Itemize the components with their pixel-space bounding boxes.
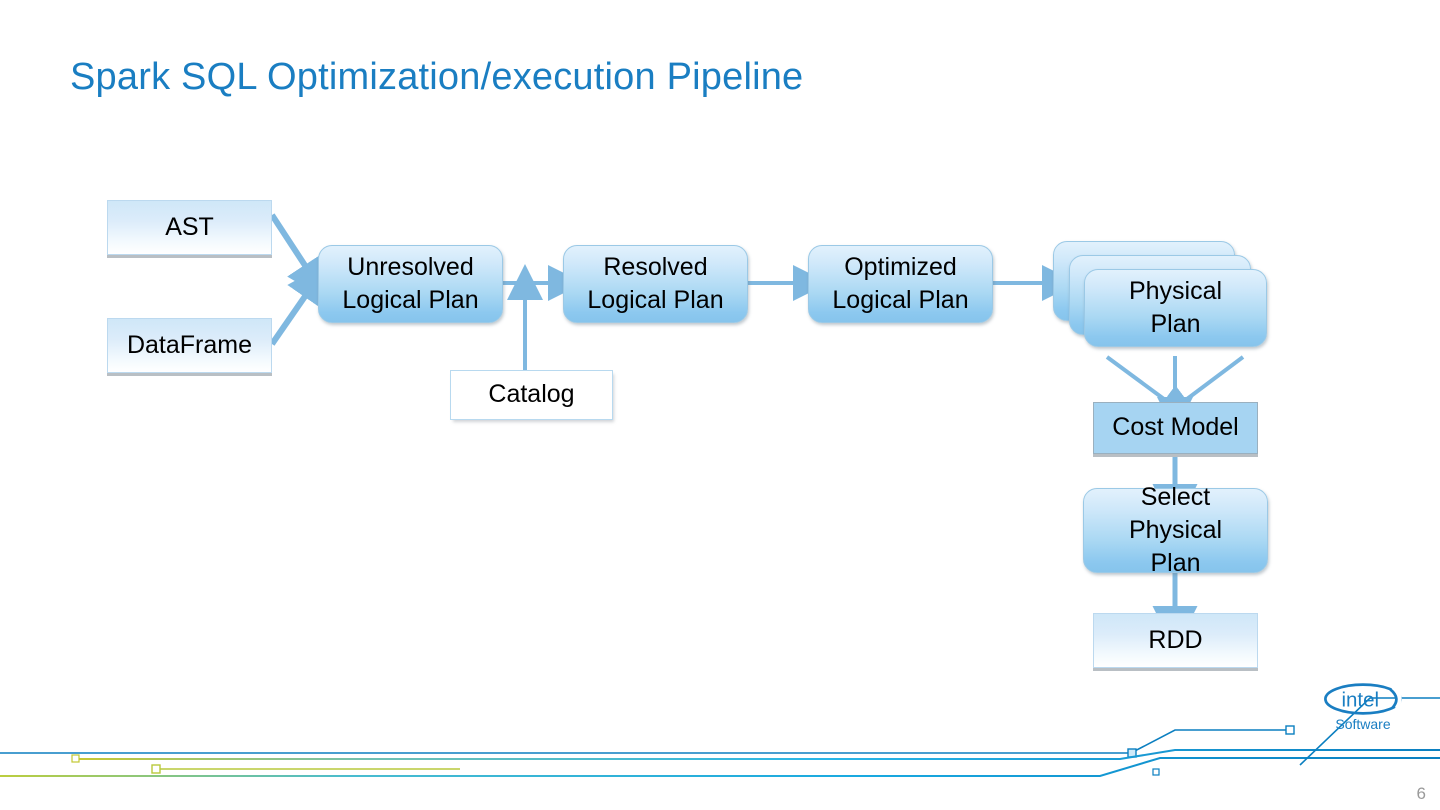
node-optimized-line2: Logical Plan bbox=[832, 286, 969, 314]
node-select-line3: Plan bbox=[1150, 549, 1201, 578]
edge-ast-unresolved bbox=[269, 213, 328, 301]
node-select-line1: Select bbox=[1140, 482, 1211, 511]
edge-physical-costmodel-left bbox=[1105, 355, 1194, 421]
node-unresolved-line1: Unresolved bbox=[347, 252, 474, 281]
circuit-decoration bbox=[0, 697, 1440, 777]
circuit-node-lower bbox=[1152, 768, 1160, 776]
node-rdd-label: RDD bbox=[1148, 625, 1203, 654]
node-resolved-logical-plan[interactable]: Resolved Logical Plan bbox=[563, 245, 748, 323]
circuit-node-left-olive bbox=[151, 764, 161, 774]
node-physical-line1: Physical bbox=[1128, 276, 1223, 305]
node-resolved-line2: Logical Plan bbox=[587, 286, 724, 314]
node-resolved-line1: Resolved bbox=[603, 252, 708, 281]
node-select-physical-plan[interactable]: Select Physical Plan bbox=[1083, 483, 1268, 577]
node-unresolved-logical-plan[interactable]: Unresolved Logical Plan bbox=[318, 245, 503, 323]
node-physical-plan[interactable]: Physical Plan bbox=[1084, 269, 1267, 347]
node-cost-model[interactable]: Cost Model bbox=[1093, 402, 1258, 454]
circuit-trace-main-1 bbox=[75, 749, 1440, 760]
node-rdd[interactable]: RDD bbox=[1093, 613, 1258, 668]
circuit-node-upper-end bbox=[1285, 725, 1295, 735]
intel-software-label: Software bbox=[1335, 716, 1391, 732]
node-catalog[interactable]: Catalog bbox=[450, 370, 613, 420]
node-dataframe-label: DataFrame bbox=[126, 330, 253, 359]
node-optimized-line1: Optimized bbox=[844, 252, 957, 281]
intel-software-logo: intel Software bbox=[1322, 682, 1412, 740]
node-select-line2: Physical bbox=[1128, 515, 1223, 544]
node-physical-line2: Plan bbox=[1150, 310, 1201, 338]
page-number: 6 bbox=[1416, 784, 1426, 803]
node-dataframe[interactable]: DataFrame bbox=[107, 318, 272, 373]
node-cost-model-label: Cost Model bbox=[1112, 413, 1239, 442]
node-ast[interactable]: AST bbox=[107, 200, 272, 255]
node-optimized-logical-plan[interactable]: Optimized Logical Plan bbox=[808, 245, 993, 323]
page-title: Spark SQL Optimization/execution Pipelin… bbox=[70, 56, 804, 98]
node-unresolved-line2: Logical Plan bbox=[342, 286, 479, 314]
circuit-trace-upper bbox=[0, 729, 1286, 754]
circuit-node-main-1 bbox=[71, 754, 80, 763]
node-ast-label: AST bbox=[165, 212, 214, 241]
edge-dataframe-unresolved bbox=[269, 262, 329, 346]
circuit-trace-main-2 bbox=[0, 757, 1440, 777]
edge-physical-costmodel-right bbox=[1157, 355, 1245, 422]
intel-wordmark-icon: intel bbox=[1324, 683, 1402, 715]
circuit-trace-diagonal bbox=[1299, 697, 1440, 766]
node-catalog-label: Catalog bbox=[488, 380, 575, 409]
svg-text:intel: intel bbox=[1341, 689, 1379, 712]
node-physical-plan-stack[interactable]: Physical Plan bbox=[1053, 241, 1283, 361]
